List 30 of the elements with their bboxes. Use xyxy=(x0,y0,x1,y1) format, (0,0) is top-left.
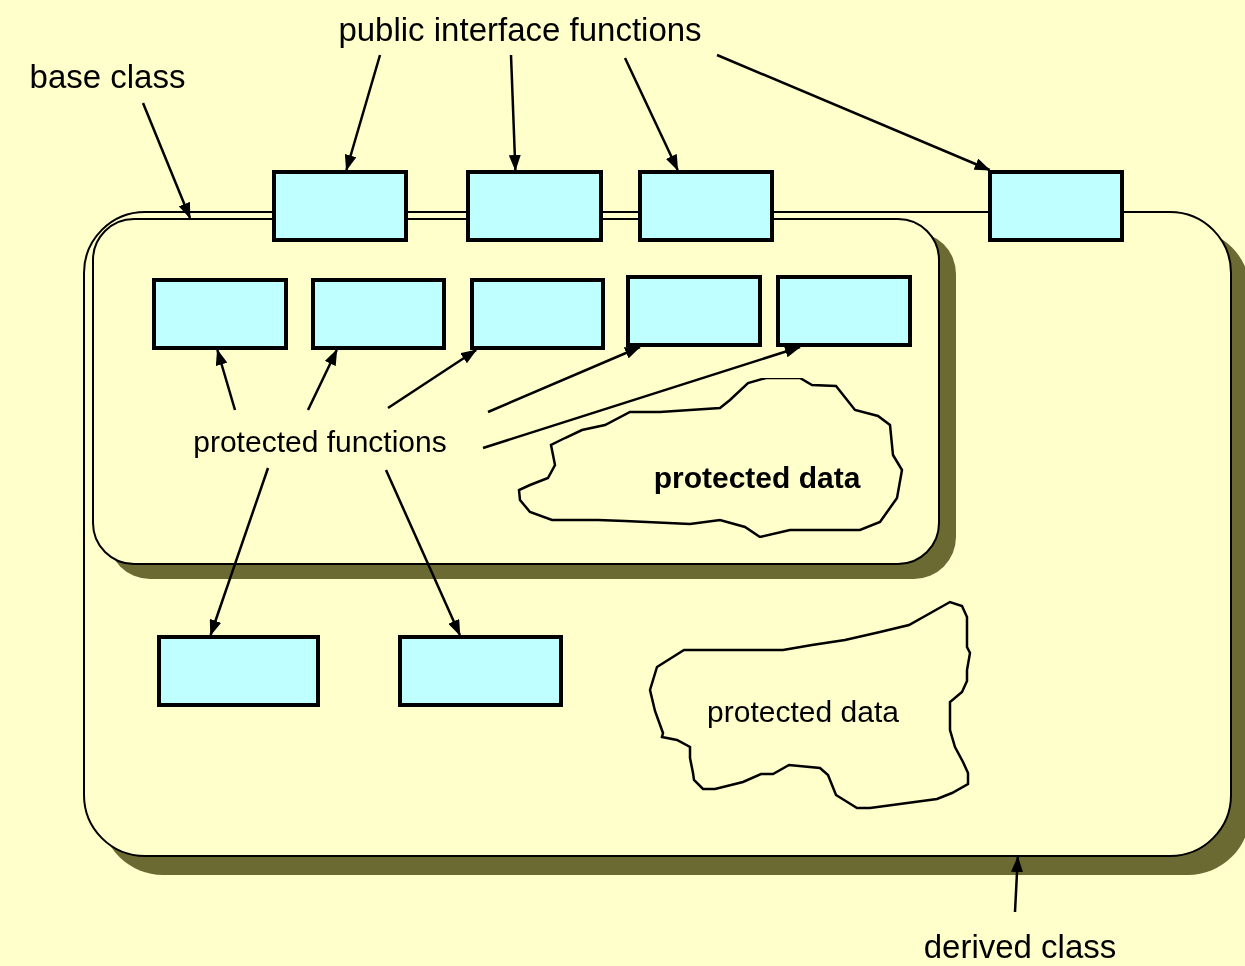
function-box xyxy=(398,635,563,707)
arrow xyxy=(215,349,237,411)
function-box xyxy=(988,170,1124,242)
arrow xyxy=(209,467,270,636)
function-box xyxy=(638,170,774,242)
arrow xyxy=(487,345,641,414)
arrow xyxy=(141,102,192,219)
arrow xyxy=(384,469,461,636)
callout-label: protected functions xyxy=(160,420,480,464)
arrow xyxy=(716,53,991,172)
function-box xyxy=(311,278,446,350)
arrow xyxy=(482,345,801,450)
function-box xyxy=(776,275,912,347)
arrow xyxy=(306,349,338,411)
arrow xyxy=(344,54,382,171)
arrow xyxy=(623,57,679,171)
arrow xyxy=(387,348,477,410)
function-box xyxy=(466,170,603,242)
function-box xyxy=(152,278,288,350)
function-box xyxy=(470,278,605,350)
function-box xyxy=(272,170,408,242)
arrow xyxy=(508,54,521,171)
data-label: protected data xyxy=(652,460,862,496)
callout-label: derived class xyxy=(895,926,1145,966)
function-box xyxy=(626,275,762,347)
callout-label: base class xyxy=(5,55,210,97)
callout-label: public interface functions xyxy=(285,8,755,50)
data-label: protected data xyxy=(706,694,900,730)
function-box xyxy=(157,635,320,707)
arrow xyxy=(1011,856,1023,913)
